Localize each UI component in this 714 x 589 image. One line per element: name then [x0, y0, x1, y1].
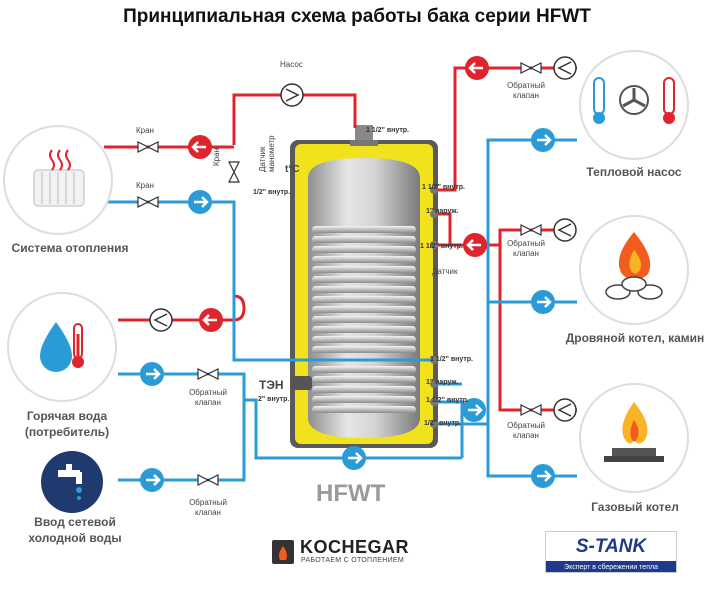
consumer-heating-label: Система отопления: [11, 241, 129, 255]
valve-label-left-2: Обратный клапан: [189, 498, 227, 517]
cold-flow-arrows: [140, 128, 555, 492]
valve-label-mid: Обратный клапан: [507, 239, 545, 258]
kran-label-2: Кран: [136, 181, 154, 190]
coil: [312, 226, 416, 413]
kran-label-1: Кран: [136, 126, 154, 135]
valve-label-low: Обратный клапан: [507, 421, 545, 440]
datchik-label: Датчик: [432, 267, 458, 276]
conn-manometer: 1/2" внутр.: [253, 189, 291, 196]
kochegar-name: KOCHEGAR: [300, 537, 410, 557]
pumps: [149, 56, 577, 422]
hot-flow-arrows: [188, 56, 489, 332]
conn-top: 1 1/2" внутр.: [366, 127, 409, 134]
radiator-icon: [33, 149, 85, 207]
heat-pump-icon: [593, 77, 675, 124]
hot-water-drop-icon: [40, 322, 84, 372]
ten-element: [290, 376, 312, 390]
stank-name: S-TANK: [575, 536, 647, 557]
conn-ten: 2" внутр.: [258, 396, 290, 403]
page-title: Принципиальная схема работы бака серии H…: [123, 6, 591, 27]
consumer-wood-boiler-label: Дровяной котел, камин: [565, 331, 705, 345]
consumer-gas-boiler-label: Газовый котел: [591, 500, 679, 514]
conn-right-4: 1 1/2" внутр.: [430, 356, 473, 363]
tank: [290, 125, 438, 448]
kochegar-tagline: РАБОТАЕМ С ОТОПЛЕНИЕМ: [301, 557, 405, 564]
conn-right-6: 1 1/2" внутр.: [426, 397, 469, 404]
water-tap-icon: [58, 464, 82, 500]
kochegar-logo-icon: [272, 540, 294, 564]
kran-label-vertical: Кран: [212, 148, 221, 166]
conn-right-5: 1" наруж.: [426, 379, 459, 386]
gas-flame-icon: [604, 402, 664, 462]
valves: [137, 62, 542, 486]
stank-brand: S-TANK Эксперт в сбережении тепла: [545, 531, 677, 573]
conn-right-1: 1 1/2" внутр.: [422, 184, 465, 191]
valve-label-left-1: Обратный клапан: [189, 388, 227, 407]
consumer-cold-water-label: Ввод сетевой холодной воды: [28, 515, 122, 545]
kochegar-brand: KOCHEGAR РАБОТАЕМ С ОТОПЛЕНИЕМ: [268, 537, 428, 569]
conn-right-3: 1 1/2" внутр.: [420, 243, 463, 250]
temp-label: t°C: [285, 164, 300, 175]
valve-label-top: Обратный клапан: [507, 81, 545, 100]
firewood-icon: [605, 232, 663, 300]
conn-right-2: 1" наруж.: [426, 208, 459, 215]
ten-label: ТЭН: [259, 378, 284, 392]
conn-right-7: 1/2" внутр.: [424, 420, 462, 427]
consumer-hot-water-label: Горячая вода (потребитель): [24, 409, 110, 439]
consumer-heat-pump-label: Тепловой насос: [586, 165, 682, 179]
stank-tagline: Эксперт в сбережении тепла: [564, 564, 658, 571]
pump-label-top: Насос: [280, 60, 303, 69]
stank-bar: [546, 561, 676, 572]
datchik-manometr-label: Датчик манометр: [258, 135, 276, 172]
tank-model-label: HFWT: [316, 480, 386, 507]
